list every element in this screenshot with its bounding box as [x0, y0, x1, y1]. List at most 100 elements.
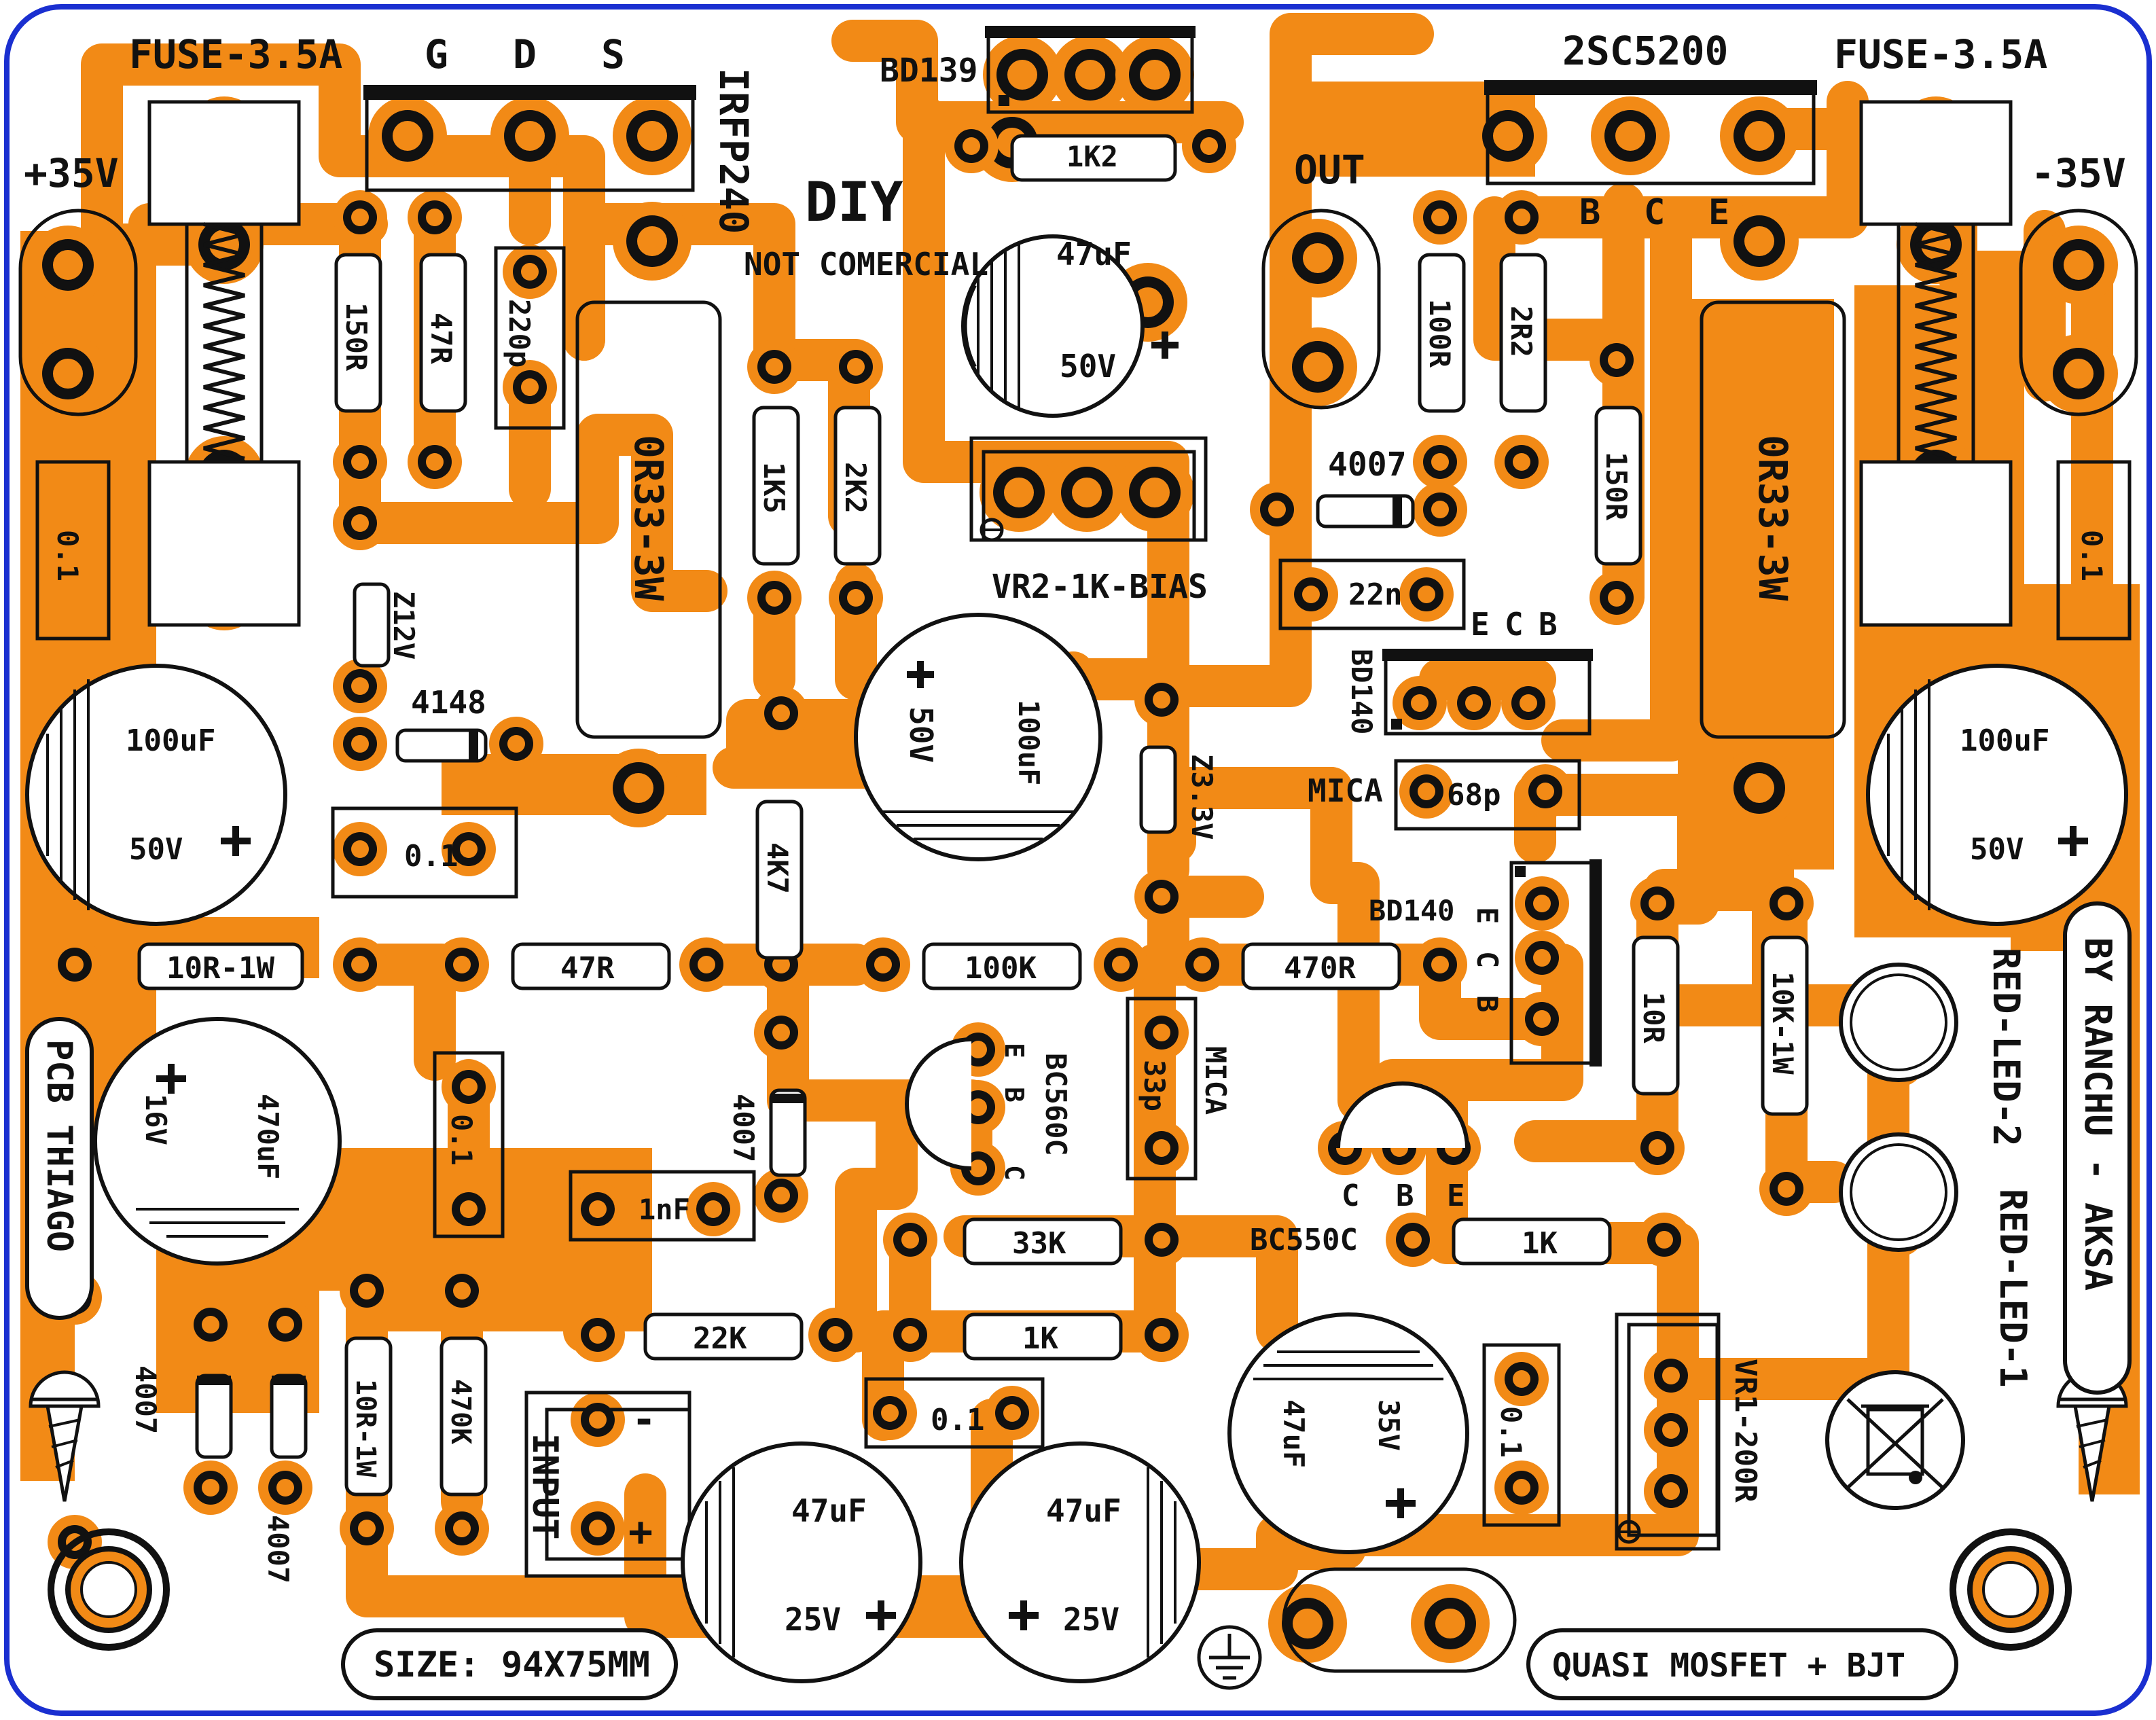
- pad: [1513, 1370, 1530, 1388]
- pad: [589, 1520, 607, 1537]
- pad: [1003, 1404, 1021, 1422]
- resistor-47r-b-label: 47R: [560, 951, 615, 986]
- pad: [1533, 1010, 1551, 1028]
- cap-100u-left-voltage: 50V: [129, 832, 183, 867]
- pad: [1303, 243, 1333, 273]
- pad: [453, 1520, 471, 1537]
- pad: [1268, 501, 1286, 518]
- polarity-marks: [156, 332, 2088, 1630]
- pad: [1302, 586, 1320, 603]
- cap-01-right-label: 0.1: [2075, 530, 2108, 581]
- pad: [1744, 773, 1774, 803]
- bc560-label: BC560C: [1039, 1053, 1073, 1156]
- input-plus-label: +: [628, 1508, 653, 1556]
- pad: [963, 137, 980, 155]
- pad: [53, 250, 83, 280]
- pad: [460, 1200, 478, 1218]
- not-commercial-label: NOT COMERCIAL: [744, 246, 988, 283]
- pad: [1533, 949, 1551, 967]
- pad: [1153, 1231, 1170, 1249]
- diy-label: DIY: [805, 171, 903, 234]
- out-label: OUT: [1294, 147, 1365, 193]
- pad: [1662, 1482, 1680, 1500]
- irfp240-label: IRFP240: [711, 68, 757, 234]
- label-bc560-c: C: [999, 1165, 1029, 1181]
- pad: [901, 1231, 919, 1249]
- bd140-lower-label: BD140: [1369, 894, 1454, 927]
- cap-47u-b-label: 47uF: [1046, 1492, 1121, 1529]
- led2-label: RED-LED-2: [1985, 948, 2028, 1147]
- pad: [351, 840, 369, 858]
- resistor-2k2-label: 2K2: [839, 462, 872, 514]
- diode-4148-label: 4148: [411, 684, 486, 721]
- pad: [772, 1187, 790, 1204]
- label-b: B: [1579, 192, 1600, 233]
- pad: [351, 453, 369, 471]
- cap-47u-a-label: 47uF: [791, 1492, 867, 1529]
- pad: [1004, 478, 1034, 507]
- cap-33p-label: 33p: [1138, 1060, 1171, 1111]
- pad: [1431, 501, 1449, 518]
- label-ecb-e-2: E: [1471, 907, 1504, 924]
- positive-supply-label: +35V: [24, 150, 119, 196]
- label-e: E: [1708, 192, 1729, 233]
- size-label: SIZE: 94X75MM: [374, 1645, 650, 1685]
- pad: [1075, 60, 1105, 90]
- label-ecb-c-2: C: [1471, 951, 1504, 968]
- zener-12v-label: Z12V: [387, 591, 420, 660]
- cap-47u-top-voltage: 50V: [1060, 348, 1116, 384]
- label-bc550-b: B: [1396, 1179, 1414, 1213]
- pad: [1649, 1139, 1666, 1157]
- pad: [1418, 586, 1435, 603]
- pad: [1153, 1024, 1170, 1041]
- pad: [515, 121, 545, 151]
- pad: [358, 1282, 376, 1300]
- pad: [1007, 60, 1037, 90]
- silkscreen-text: FUSE-3.5A FUSE-3.5A G D S IRFP240 BD139 …: [24, 28, 2126, 1685]
- pad: [1744, 121, 1774, 151]
- pad: [426, 209, 444, 226]
- label-ecb-e: E: [1471, 606, 1490, 643]
- cap-100u-right-voltage: 50V: [1970, 832, 2024, 867]
- pad: [1921, 230, 1951, 259]
- cap-100u-right-label: 100uF: [1960, 723, 2049, 758]
- pad: [521, 263, 539, 281]
- zener-3v3-label: Z3.3V: [1185, 754, 1219, 840]
- pad: [507, 735, 525, 753]
- pad: [772, 956, 790, 973]
- pad: [1153, 691, 1170, 709]
- resistor-100r-label: 100R: [1423, 299, 1456, 368]
- label-g: G: [425, 31, 448, 77]
- screw-icon: [29, 1370, 101, 1502]
- diode-4007-c-label: 4007: [129, 1365, 162, 1434]
- pad: [637, 121, 667, 151]
- cap-470u-label: 470uF: [251, 1094, 285, 1179]
- pad: [1537, 783, 1554, 800]
- cap-47u-a-voltage: 25V: [785, 1601, 841, 1638]
- pad: [1418, 783, 1435, 800]
- cap-100u-left-label: 100uF: [126, 723, 215, 758]
- input-label: INPUT: [524, 1433, 565, 1540]
- pad: [1431, 956, 1449, 973]
- pad: [847, 358, 865, 376]
- resistor-10r-label: 10R: [1637, 992, 1670, 1044]
- cap-470u-voltage: 16V: [139, 1094, 173, 1145]
- pad: [772, 1024, 790, 1041]
- pad: [209, 230, 239, 259]
- pad: [358, 1520, 376, 1537]
- resistor-1k2-label: 1K2: [1066, 140, 1118, 173]
- pad: [202, 1316, 219, 1333]
- bc550-label: BC550C: [1250, 1223, 1358, 1257]
- pad: [2064, 250, 2094, 280]
- pad: [766, 358, 783, 376]
- pad: [847, 589, 865, 607]
- resistor-10r1w-label: 10R-1W: [166, 951, 274, 986]
- pad: [901, 1326, 919, 1344]
- pad: [66, 956, 84, 973]
- pad: [969, 1098, 987, 1116]
- silkscreen-bodies: [18, 26, 2138, 1700]
- pad: [1655, 1231, 1673, 1249]
- resistor-1k-b-label: 1K: [1022, 1321, 1058, 1356]
- pad: [704, 1200, 722, 1218]
- pad: [1608, 589, 1625, 607]
